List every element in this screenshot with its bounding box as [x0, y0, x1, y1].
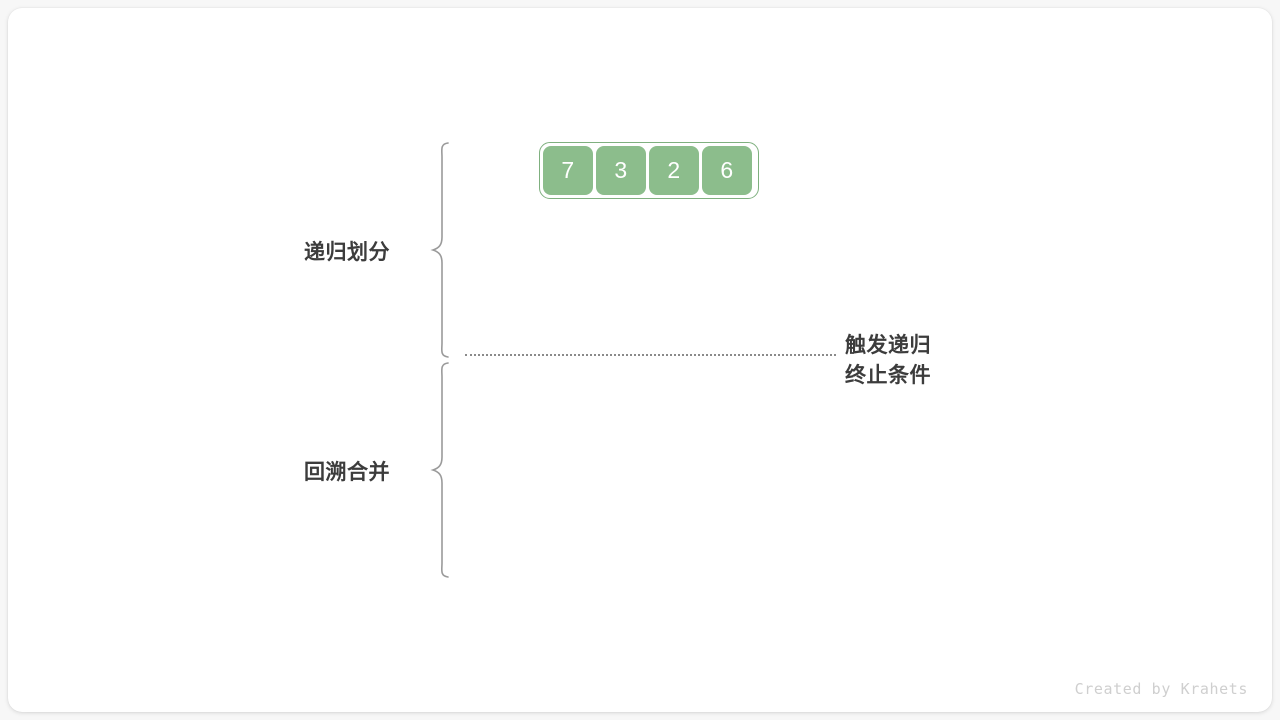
section-label-divide: 递归划分	[304, 241, 390, 264]
figure-card	[8, 8, 1272, 712]
watermark-credit: Created by Krahets	[1074, 680, 1248, 698]
array-cell: 7	[543, 146, 593, 195]
recursion-boundary-divider	[465, 354, 836, 356]
section-label-merge: 回溯合并	[304, 461, 390, 484]
brace-divide-icon	[430, 141, 452, 359]
array-cell: 6	[702, 146, 752, 195]
array-cell: 2	[649, 146, 699, 195]
brace-merge-icon	[430, 361, 452, 579]
annotation-line-1: 触发递归	[845, 334, 931, 357]
array-cells: 7 3 2 6	[543, 146, 752, 195]
annotation-line-2: 终止条件	[845, 364, 931, 387]
array-container: 7 3 2 6	[539, 142, 759, 199]
array-cell: 3	[596, 146, 646, 195]
annotation-termination-condition: 触发递归 终止条件	[845, 331, 931, 391]
